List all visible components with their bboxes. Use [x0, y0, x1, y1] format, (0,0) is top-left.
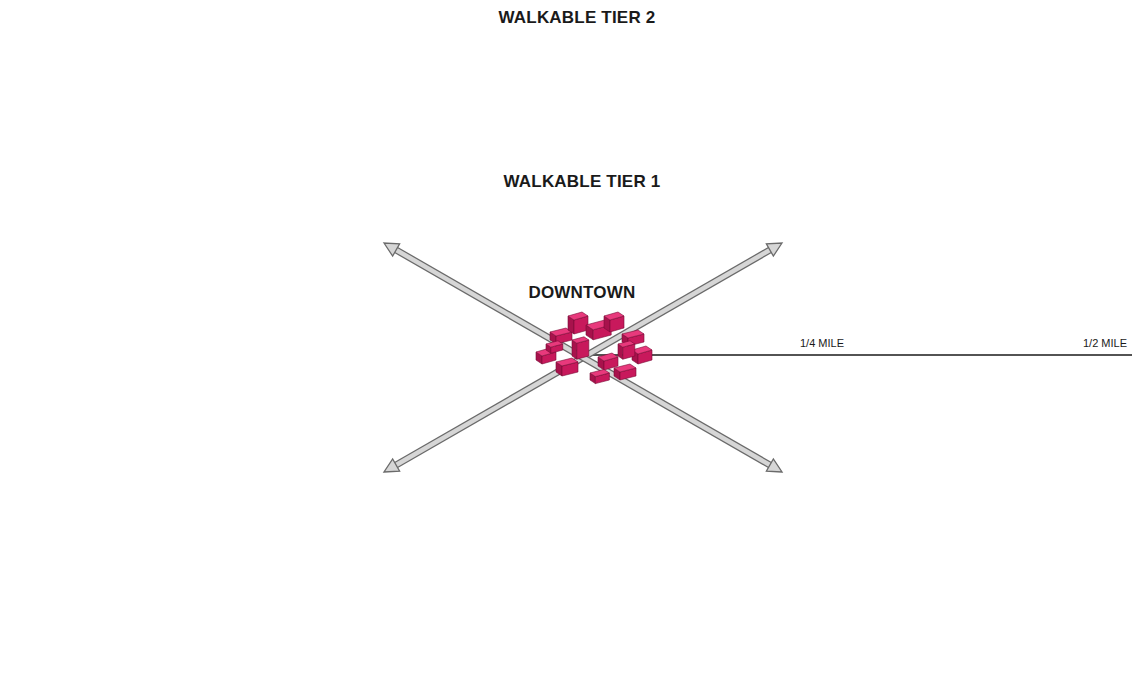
street-arrow	[384, 243, 782, 472]
street-arrow	[384, 243, 782, 472]
radius-line	[580, 354, 1132, 356]
downtown-buildings	[536, 312, 652, 384]
zone-title: WALKABLE TIER 1	[504, 172, 661, 192]
walk-zone: DOWNTOWN	[497, 307, 667, 409]
distance-label: 1/2 MILE	[1081, 337, 1129, 350]
zone-title: WALKABLE TIER 2	[499, 8, 656, 28]
zone-ellipse	[497, 307, 667, 409]
distance-label: 1/4 MILE	[798, 337, 846, 350]
walk-zone: WALKABLE TIER 2WALKABLE TIER 1DOWNTOWN	[20, 37, 1132, 653]
zone-ellipse	[20, 37, 1132, 653]
zone-ellipse	[300, 198, 864, 522]
zone-title: DOWNTOWN	[528, 283, 635, 303]
walk-zone: WALKABLE TIER 1DOWNTOWN	[300, 198, 864, 522]
